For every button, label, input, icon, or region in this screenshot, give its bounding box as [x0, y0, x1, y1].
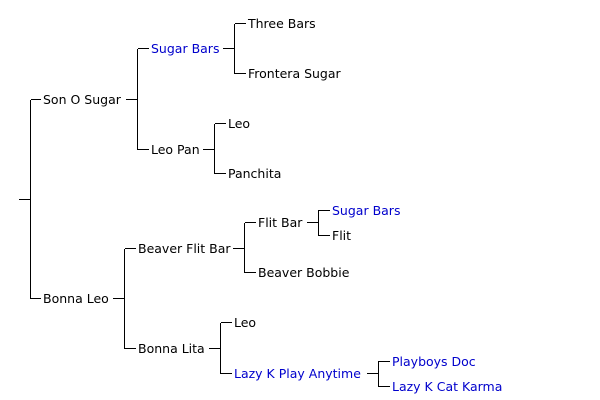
node-flit-bar: Flit Bar — [258, 215, 303, 230]
node-leo-pan: Leo Pan — [151, 142, 200, 157]
node-son-o-sugar: Son O Sugar — [43, 92, 122, 107]
node-flit: Flit — [332, 228, 351, 243]
node-labels: Son O Sugar Sugar Bars Three Bars Fronte… — [43, 16, 502, 394]
node-lazy-k-play-anytime: Lazy K Play Anytime — [234, 366, 361, 381]
node-sugar-bars: Sugar Bars — [151, 41, 219, 56]
node-beaver-bobbie: Beaver Bobbie — [258, 265, 350, 280]
node-leo-2: Leo — [234, 315, 256, 330]
node-sugar-bars-2: Sugar Bars — [332, 203, 400, 218]
node-frontera-sugar: Frontera Sugar — [248, 66, 342, 81]
node-leo-1: Leo — [228, 116, 250, 131]
node-three-bars: Three Bars — [247, 16, 316, 31]
node-panchita: Panchita — [228, 166, 281, 181]
node-lazy-k-cat-karma: Lazy K Cat Karma — [392, 379, 502, 394]
node-bonna-leo: Bonna Leo — [43, 291, 109, 306]
connector-lines — [19, 23, 390, 387]
node-beaver-flit-bar: Beaver Flit Bar — [138, 241, 231, 256]
node-bonna-lita: Bonna Lita — [138, 341, 205, 356]
node-playboys-doc: Playboys Doc — [392, 354, 476, 369]
